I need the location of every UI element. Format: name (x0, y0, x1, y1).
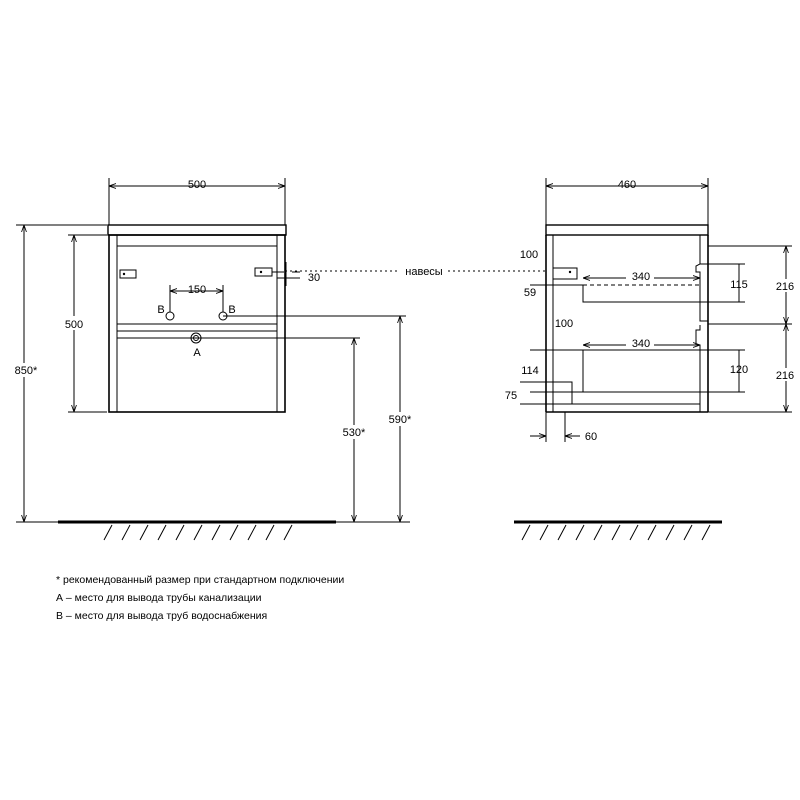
side-hinge-icon (552, 267, 578, 280)
bottom-75-label: 75 (505, 390, 517, 402)
side-view: 460 100 340 340 59 100 114 75 (505, 178, 798, 541)
gap-100-label: 100 (555, 318, 573, 330)
side-floor-hatching (521, 524, 711, 541)
front-width-label: 500 (188, 179, 206, 191)
upper-drawer-box (582, 285, 700, 303)
side-countertop (545, 224, 709, 236)
pipe-b-left-label: B (157, 304, 164, 316)
hinges-label: навесы (405, 266, 443, 278)
note-water: В – место для вывода труб водоснабжения (56, 610, 268, 622)
upper-drawer-height-label: 115 (730, 279, 748, 291)
front-view: 500 500 850* 150 B B A 30 530* (10, 178, 416, 541)
note-drain: А – место для вывода трубы канализации (56, 592, 262, 604)
water-pipe-left-icon (165, 311, 175, 321)
upper-drawer-depth-label: 340 (632, 271, 650, 283)
hinge-callout: навесы (285, 266, 548, 278)
left-hinge-icon (119, 269, 137, 279)
note-recommended: * рекомендованный размер при стандартном… (56, 574, 345, 586)
pipe-spacing-label: 150 (188, 284, 206, 296)
notes-block: * рекомендованный размер при стандартном… (56, 571, 344, 625)
top-offset-label: 100 (520, 249, 538, 261)
total-height-label: 850* (15, 365, 38, 377)
front-cabinet-frame (108, 234, 286, 413)
pipe-b-right-label: B (228, 304, 235, 316)
lower-drawer-height-label: 120 (730, 364, 748, 376)
right-hinge-icon (254, 267, 273, 277)
gap-59-label: 59 (524, 287, 536, 299)
lower-front-height-label: 216 (776, 370, 794, 382)
drain-label: A (193, 347, 201, 359)
lower-drawer-box (582, 350, 700, 393)
front-countertop (107, 224, 287, 236)
front-cabinet-height-label: 500 (65, 319, 83, 331)
front-floor-hatching (103, 524, 293, 541)
hinge-offset-label: 30 (308, 272, 320, 284)
water-height-label: 590* (389, 414, 412, 426)
upper-front-height-label: 216 (776, 281, 794, 293)
lower-drawer-depth-label: 340 (632, 338, 650, 350)
back-offset-60-label: 60 (585, 431, 597, 443)
side-depth-label: 460 (618, 179, 636, 191)
lower-114-label: 114 (521, 365, 539, 377)
drain-height-label: 530* (343, 427, 366, 439)
